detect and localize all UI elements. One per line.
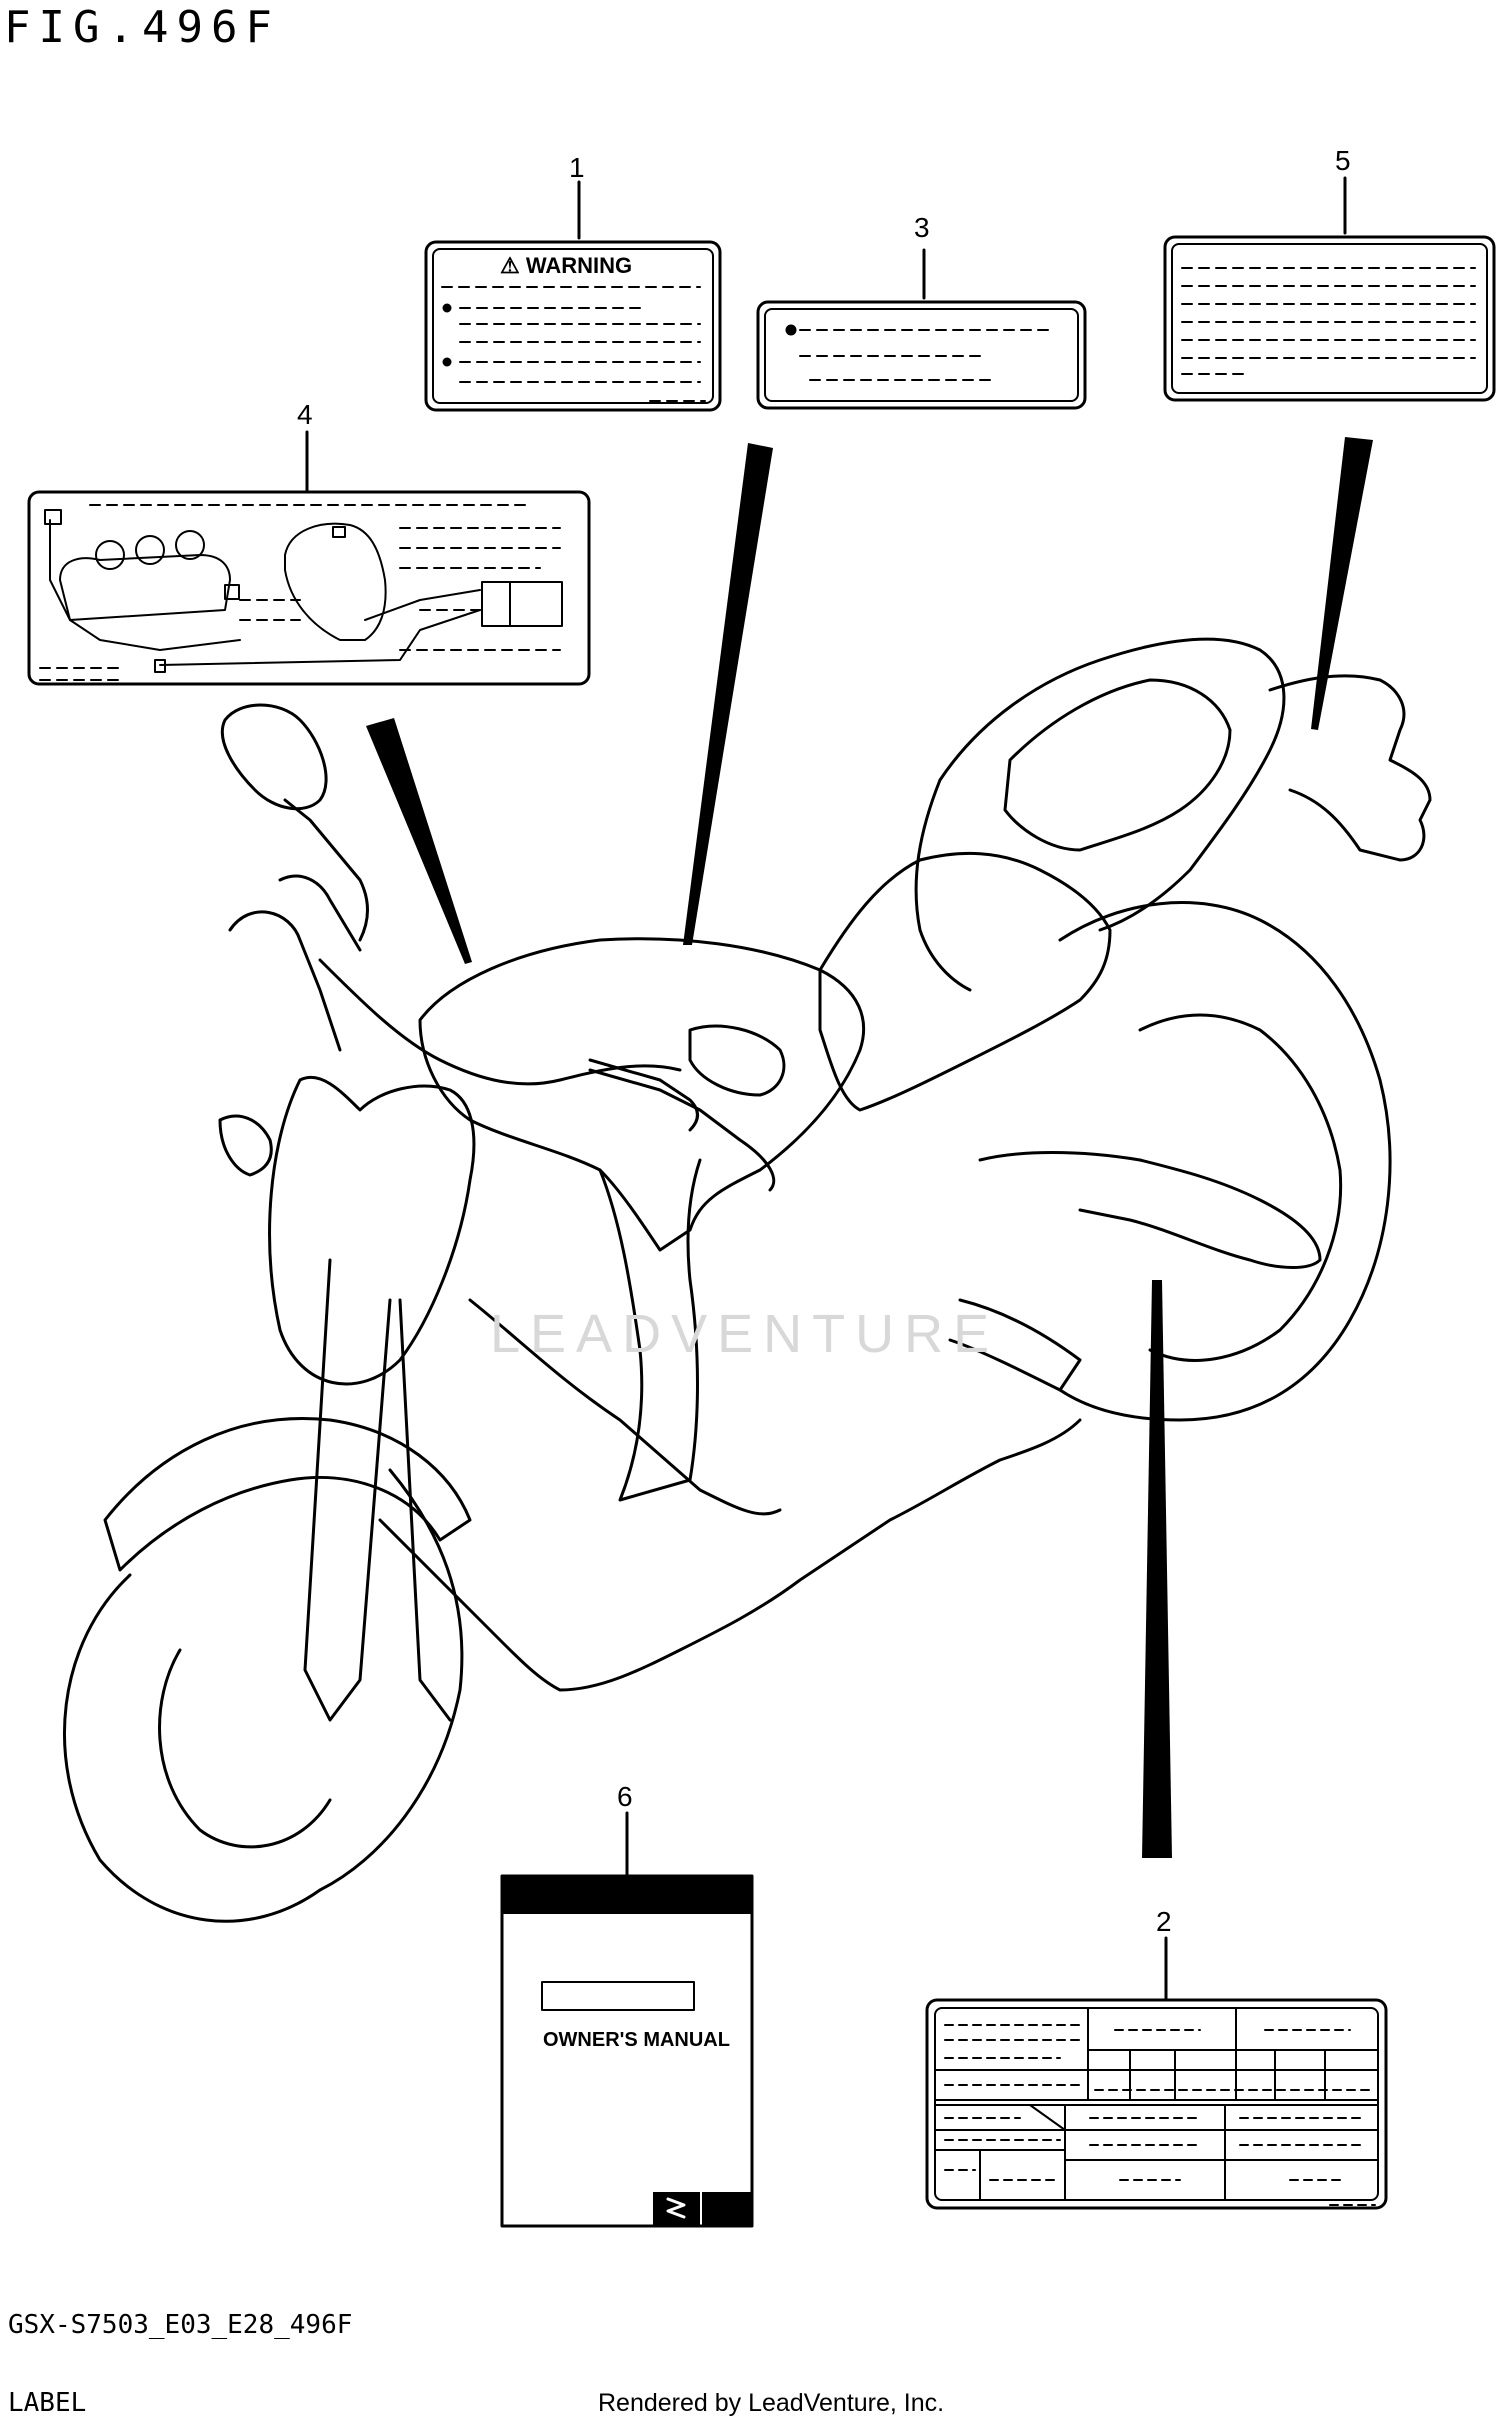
belly-pan [378,1418,1082,1692]
part-5-rear-label [1163,235,1496,402]
side-fairing [598,1158,702,1502]
front-wheel-inner [158,1648,332,1849]
seat [818,851,1112,1112]
part-3-caution-label [756,300,1087,410]
front-wheel [63,1468,464,1923]
rear-wheel [1058,901,1392,1422]
pointer-5 [1311,437,1373,730]
left-mirror [220,703,328,811]
code-suffix: 3_E03_E28_496F [133,2310,353,2340]
rendered-by: Rendered by LeadVenture, Inc. [598,2389,945,2417]
tail-connector [914,778,972,992]
figure-title: FIG.496F [4,2,280,53]
pointer-1 [683,443,773,945]
engine-outline [468,1298,782,1516]
motorcycle-outline [63,637,1432,1923]
part-2-info-label [925,1998,1388,2210]
license-bracket [1268,674,1432,862]
handlebar [318,958,682,1086]
swingarm [978,1151,1322,1269]
manual-title: OWNER'S MANUAL [543,2029,730,2051]
handlebar-right [588,1068,776,1192]
right-mirror-stem [228,910,342,1052]
pointer-2 [1142,1280,1172,1858]
warning-heading: ⚠ WARNING [500,253,632,278]
callout-4: 4 [297,399,313,430]
model-code: GSX-S750 [8,2310,134,2340]
tank-inner [688,1024,786,1097]
callout-1: 1 [569,152,585,183]
headlight-cowl [268,1075,476,1386]
callout-leaders [305,176,1347,2002]
front-fender [103,1417,472,1572]
callout-5: 5 [1335,145,1351,176]
section-label: LABEL [8,2388,87,2418]
tank-detail [588,1058,699,1132]
part-4-wiring-label [27,490,591,686]
front-fork-right [398,1298,452,1722]
part-6-owners-manual [500,1874,754,2228]
callout-6: 6 [617,1781,633,1812]
clutch-lever [218,1114,273,1177]
part-1-warning-label [424,240,722,412]
pointer-4 [366,718,472,964]
rear-tail [938,637,1286,932]
leader-pointers [366,437,1373,1858]
watermark-text: LEADVENTURE [490,1304,999,1364]
left-mirror-stem [283,798,369,942]
figure-code: GSX-S7503_E03_E28_496F [8,2310,352,2340]
front-fork [303,1258,392,1722]
callout-2: 2 [1156,1906,1172,1937]
exhaust [948,1298,1082,1392]
callout-3: 3 [914,212,930,243]
rear-wheel-inner [1138,1013,1343,1362]
fuel-tank [418,937,866,1252]
left-grip [278,874,362,952]
rear-seat-cowl [1003,678,1232,852]
